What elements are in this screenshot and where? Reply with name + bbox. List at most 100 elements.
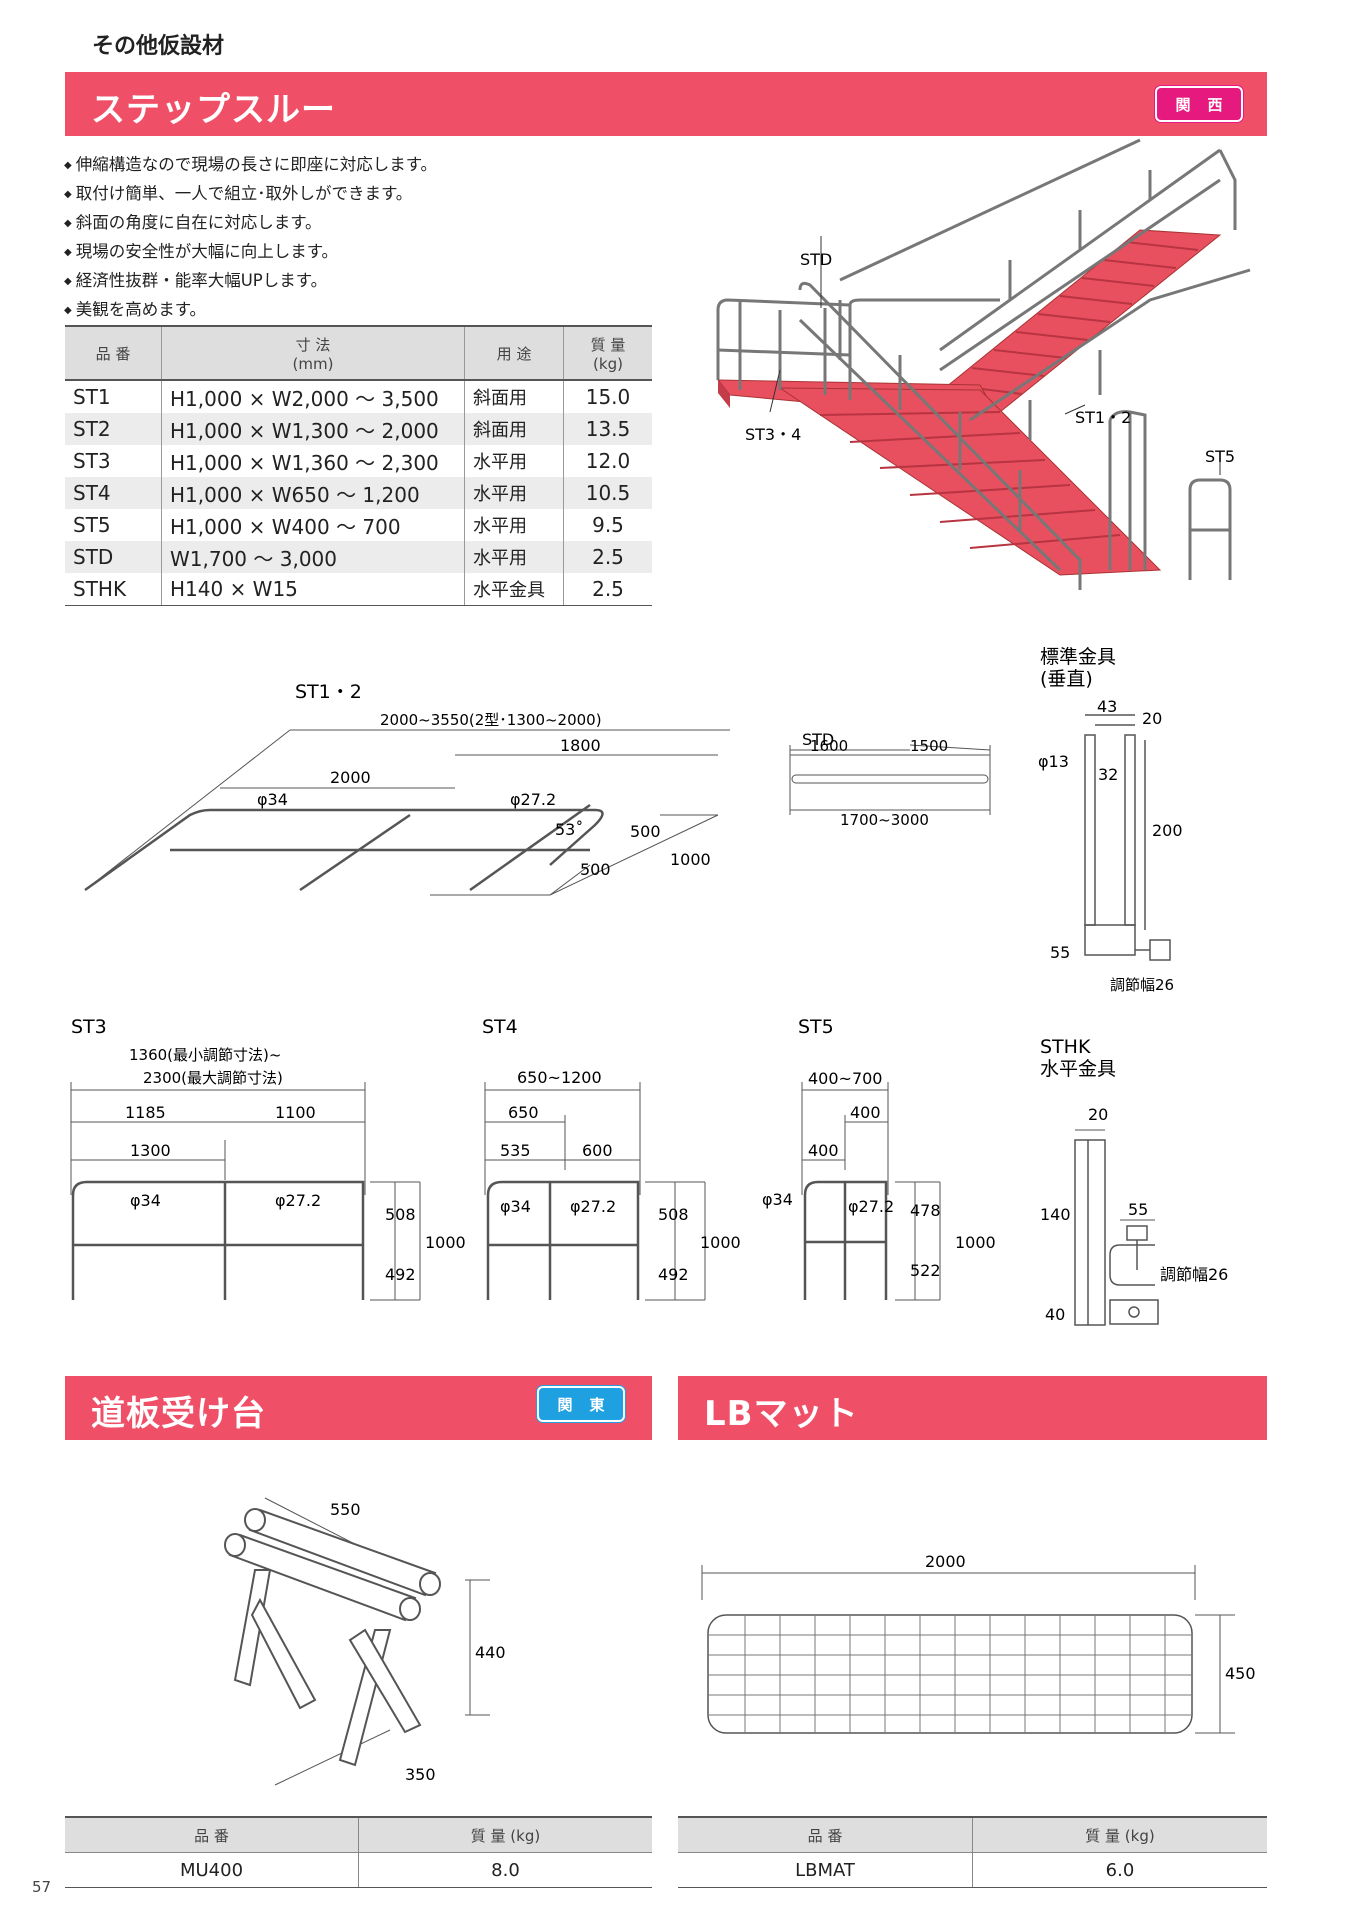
st12-d2000: 2000 bbox=[330, 768, 371, 787]
st3-d1000: 1000 bbox=[425, 1233, 466, 1252]
st12-d500b: 500 bbox=[580, 860, 611, 879]
std-drawing: STD 1600 1500 1700~3000 bbox=[789, 730, 991, 829]
st12-d500a: 500 bbox=[630, 822, 661, 841]
kansai-badge: 関 西 bbox=[1155, 86, 1243, 122]
cell-use: 斜面用 bbox=[464, 413, 564, 445]
st5-d400a: 400 bbox=[850, 1103, 881, 1122]
cell-dim: H1,000 × W1,300 ～ 2,000 bbox=[161, 413, 465, 445]
cell-dim: W1,700 ～ 3,000 bbox=[161, 541, 465, 573]
st3-d492: 492 bbox=[385, 1265, 416, 1284]
mat-header: LBマット bbox=[678, 1376, 1267, 1440]
st4-d600: 600 bbox=[582, 1141, 613, 1160]
st12-phi34: φ34 bbox=[257, 790, 288, 809]
board-col-weight: 質 量 (kg) bbox=[358, 1816, 652, 1853]
cell-weight: 2.5 bbox=[563, 541, 652, 573]
st3-phi272: φ27.2 bbox=[275, 1191, 321, 1210]
st5-d1000: 1000 bbox=[955, 1233, 996, 1252]
st4-d492: 492 bbox=[658, 1265, 689, 1284]
vert-d32: 32 bbox=[1098, 765, 1118, 784]
st5-d522: 522 bbox=[910, 1261, 941, 1280]
cell-dim: H1,000 × W1,360 ～ 2,300 bbox=[161, 445, 465, 477]
col-header-weight-unit: (kg) bbox=[593, 354, 623, 373]
cell-weight: 15.0 bbox=[563, 380, 652, 413]
st3-d1100: 1100 bbox=[275, 1103, 316, 1122]
mat-col-weight: 質 量 (kg) bbox=[972, 1816, 1267, 1853]
cell-use: 水平用 bbox=[464, 509, 564, 541]
vert-adj: 調節幅26 bbox=[1110, 976, 1174, 994]
sthk-d140: 140 bbox=[1040, 1205, 1071, 1224]
st5-d400b: 400 bbox=[808, 1141, 839, 1160]
cell-code: ST1 bbox=[73, 385, 111, 409]
st5-range: 400~700 bbox=[808, 1069, 882, 1088]
st4-d535: 535 bbox=[500, 1141, 531, 1160]
st12-d1000: 1000 bbox=[670, 850, 711, 869]
std-d1600: 1600 bbox=[810, 737, 848, 755]
st3-d508: 508 bbox=[385, 1205, 416, 1224]
st12-overall: 2000~3550(2型･1300~2000) bbox=[380, 711, 602, 729]
mat-d2000: 2000 bbox=[925, 1552, 966, 1571]
badge-char: 関 bbox=[557, 1395, 573, 1414]
mat-weight: 6.0 bbox=[972, 1852, 1267, 1888]
board-table: 品 番 質 量 (kg) MU400 8.0 bbox=[65, 1816, 652, 1888]
cell-dim: H140 × W15 bbox=[161, 573, 465, 606]
st3-note2: 2300(最大調節寸法) bbox=[143, 1069, 283, 1087]
col-header-dim-unit: (mm) bbox=[292, 354, 334, 373]
sthk-title2: 水平金具 bbox=[1040, 1058, 1116, 1080]
vert-phi13: φ13 bbox=[1038, 752, 1069, 771]
feature-item: 経済性抜群・能率大幅UPします。 bbox=[64, 268, 437, 297]
cell-code: ST2 bbox=[65, 413, 162, 445]
table-row: LBMAT 6.0 bbox=[678, 1852, 1267, 1888]
st12-phi272: φ27.2 bbox=[510, 790, 556, 809]
vert-title1: 標準金具 bbox=[1040, 646, 1116, 668]
st3-d1185: 1185 bbox=[125, 1103, 166, 1122]
mat-table-wrap: 品 番 質 量 (kg) LBMAT 6.0 bbox=[678, 1816, 1267, 1888]
board-d550: 550 bbox=[330, 1500, 361, 1519]
st4-title: ST4 bbox=[482, 1016, 518, 1038]
feature-list: 伸縮構造なので現場の長さに即座に対応します。 取付け簡単、一人で組立･取外しがで… bbox=[64, 152, 437, 326]
st3-note1: 1360(最小調節寸法)~ bbox=[129, 1046, 281, 1064]
cell-weight: 2.5 bbox=[563, 573, 652, 606]
feature-item: 取付け簡単、一人で組立･取外しができます。 bbox=[64, 181, 437, 210]
label-st34: ST3・4 bbox=[745, 425, 801, 444]
st12-drawing: ST1・2 2000~3550(2型･1300~2000) 1800 2000 … bbox=[84, 681, 730, 896]
mat-col-code: 品 番 bbox=[678, 1816, 973, 1853]
mat-d450: 450 bbox=[1225, 1664, 1256, 1683]
sthk-d55: 55 bbox=[1128, 1200, 1148, 1219]
std-d1500: 1500 bbox=[910, 737, 948, 755]
col-header-dim-label: 寸 法 bbox=[295, 335, 331, 354]
board-d350: 350 bbox=[405, 1765, 436, 1784]
badge-char: 東 bbox=[589, 1395, 605, 1414]
cell-use: 水平金具 bbox=[464, 573, 564, 606]
st5-d478: 478 bbox=[910, 1201, 941, 1220]
page-number: 57 bbox=[32, 1878, 52, 1896]
vert-d20: 20 bbox=[1142, 709, 1162, 728]
sthk-drawing: STHK 水平金具 20 140 55 調節幅26 40 bbox=[1040, 1036, 1228, 1326]
cell-use: 斜面用 bbox=[464, 380, 564, 413]
st3-phi34: φ34 bbox=[130, 1191, 161, 1210]
board-code: MU400 bbox=[65, 1852, 359, 1888]
st4-d508: 508 bbox=[658, 1205, 689, 1224]
st5-drawing: ST5 400~700 400 400 φ34 φ27.2 478 522 10… bbox=[762, 1016, 996, 1301]
cell-dim: H1,000 × W2,000 ～ 3,500 bbox=[161, 380, 465, 413]
cell-weight: 10.5 bbox=[563, 477, 652, 509]
board-title: 道板受け台 bbox=[91, 1394, 266, 1434]
stair-illustration: STD ST3・4 ST1・2 ST5 bbox=[716, 138, 1251, 590]
vert-d200: 200 bbox=[1152, 821, 1183, 840]
board-col-code: 品 番 bbox=[65, 1816, 359, 1853]
st4-d650: 650 bbox=[508, 1103, 539, 1122]
mat-title: LBマット bbox=[704, 1394, 859, 1434]
cell-code: STHK bbox=[65, 573, 162, 606]
vert-d43: 43 bbox=[1097, 697, 1117, 716]
col-header-dim: 寸 法(mm) bbox=[161, 325, 465, 381]
st12-angle: 53˚ bbox=[555, 820, 583, 839]
feature-item: 伸縮構造なので現場の長さに即座に対応します。 bbox=[64, 152, 437, 181]
board-d440: 440 bbox=[475, 1643, 506, 1662]
st4-phi34: φ34 bbox=[500, 1197, 531, 1216]
st4-drawing: ST4 650~1200 650 535 600 φ34 φ27.2 508 4… bbox=[482, 1016, 741, 1301]
